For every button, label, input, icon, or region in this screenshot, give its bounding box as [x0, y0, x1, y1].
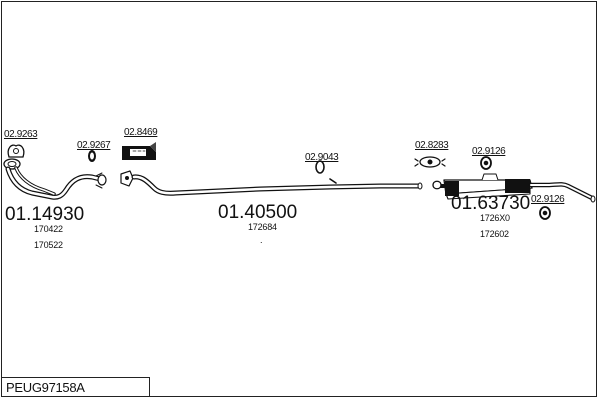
mounting-kit-icon: [122, 142, 156, 160]
oe-number: 172602: [480, 229, 509, 239]
fitting-code-02-8469: 02.8469: [124, 127, 158, 138]
fitting-code-02-9126: 02.9126: [531, 194, 565, 205]
fitting-code-02-9263: 02.9263: [4, 129, 38, 140]
oe-number: 1726X0: [480, 213, 510, 223]
part-number-middle-pipe: 01.40500: [218, 202, 298, 223]
reference-code: PEUG97158A: [6, 380, 85, 395]
part-number-front-pipe: 01.14930: [5, 204, 85, 225]
part-number-rear-silencer: 01.63730: [451, 193, 531, 214]
fitting-code-02-9043: 02.9043: [305, 152, 339, 163]
oe-number: 170422: [34, 224, 63, 234]
oe-number: 170522: [34, 240, 63, 250]
fitting-code-02-9126: 02.9126: [472, 146, 506, 157]
oe-number: 172684: [248, 222, 277, 232]
ring-icon: [88, 150, 96, 162]
fitting-code-02-9267: 02.9267: [77, 140, 111, 151]
middle-pipe-drawing: [120, 170, 423, 196]
front-pipe-drawing: [3, 158, 107, 200]
rubber-mount-icon: [539, 206, 551, 220]
clamp-icon: [414, 156, 446, 190]
rubber-mount-icon: [480, 156, 492, 170]
rear-silencer-drawing: [435, 173, 596, 203]
reference-box: PEUG97158A: [1, 377, 150, 397]
stray-dot: .: [260, 235, 263, 245]
hanger-icon: [315, 160, 337, 184]
fitting-code-02-8283: 02.8283: [415, 140, 449, 151]
gasket-icon: [7, 144, 25, 158]
